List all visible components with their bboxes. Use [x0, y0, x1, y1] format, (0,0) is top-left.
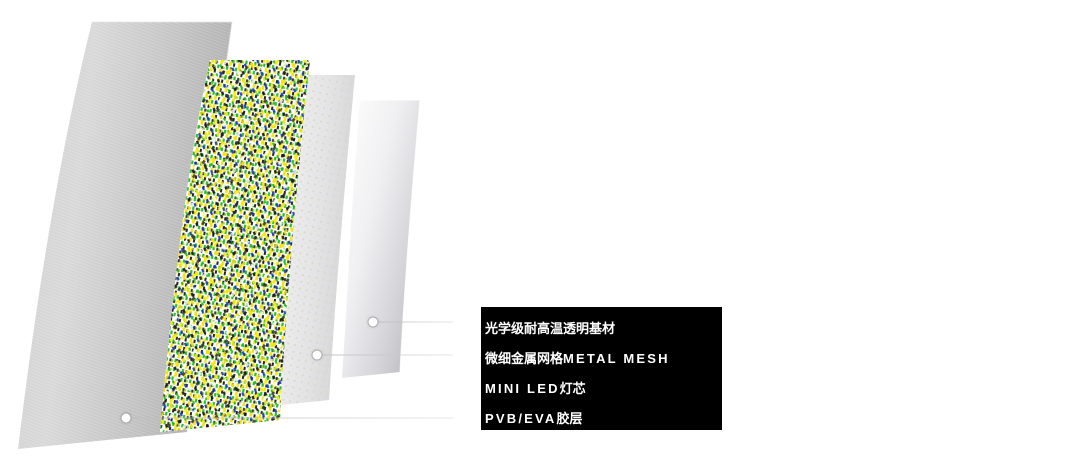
callout-dot-mini-led	[312, 350, 322, 360]
label-pvb-eva-en: PVB/EVA	[485, 410, 557, 426]
callout-line-3	[126, 417, 453, 419]
callout-line-2	[317, 354, 453, 356]
layer-pvb-eva	[300, 0, 560, 460]
label-row-metal-mesh: 微细金属网格 METAL MESH	[485, 343, 722, 373]
layer-label-panel: 光学级耐高温透明基材 微细金属网格 METAL MESH MINI LED 灯芯…	[481, 307, 722, 430]
callout-line-1	[373, 321, 453, 323]
layer-mini-led-chips	[140, 0, 440, 460]
label-pvb-eva-cn: 胶层	[556, 410, 583, 426]
label-row-substrate: 光学级耐高温透明基材	[485, 313, 722, 343]
pvb-sheet	[342, 100, 420, 378]
label-mini-led-en: MINI LED	[485, 380, 560, 396]
label-substrate-cn: 光学级耐高温透明基材	[485, 320, 616, 336]
callout-dot-pvb-eva	[368, 317, 378, 327]
label-metal-mesh-cn: 微细金属网格	[485, 350, 564, 366]
label-row-pvb-eva: PVB/EVA 胶层	[485, 403, 722, 433]
label-row-mini-led: MINI LED 灯芯	[485, 373, 722, 403]
label-mini-led-cn: 灯芯	[559, 380, 586, 396]
label-metal-mesh-en: METAL MESH	[563, 350, 670, 366]
callout-dot-substrate	[121, 413, 131, 423]
